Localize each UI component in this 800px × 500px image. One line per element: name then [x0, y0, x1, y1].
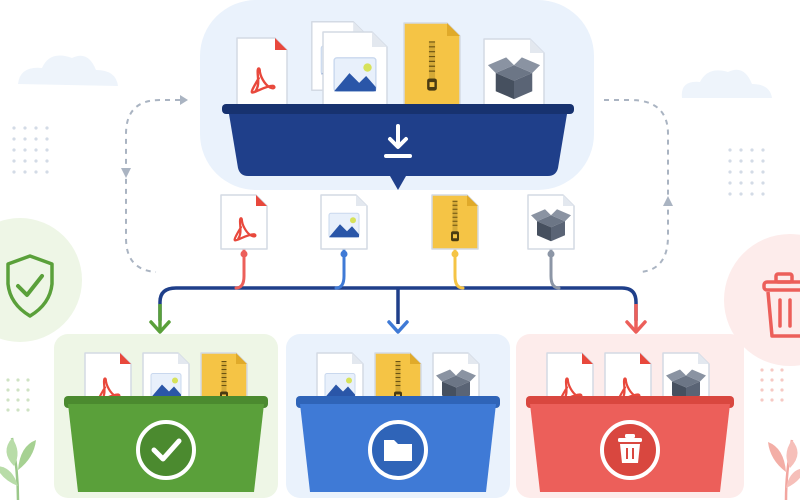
trash-icon — [762, 272, 800, 338]
shield-check-icon — [6, 254, 54, 318]
trash-icon — [600, 420, 660, 480]
dot-grid-right-lower — [760, 368, 784, 402]
destination-bins — [54, 334, 744, 498]
image-icon — [324, 372, 356, 398]
image-icon — [328, 212, 360, 238]
cloud-left — [18, 55, 118, 86]
bin-organize — [286, 334, 510, 498]
zip-file-card — [431, 194, 479, 250]
loop-arrow-right — [604, 99, 673, 273]
image-file-card — [320, 194, 368, 250]
sorted-files-row — [220, 194, 575, 250]
download-icon — [384, 124, 412, 158]
plant-right — [768, 439, 800, 500]
source-tray-files — [236, 21, 545, 110]
plant-left — [0, 437, 36, 500]
loop-arrow-left — [121, 95, 188, 273]
folder-icon — [368, 420, 428, 480]
image-file-card — [322, 31, 388, 109]
dot-grid-left — [12, 126, 49, 174]
source-tray — [200, 0, 594, 190]
pdf-file-card — [236, 37, 288, 107]
image-icon — [150, 372, 182, 398]
right-badge-circle — [724, 234, 800, 366]
pdf-file-card — [220, 194, 268, 250]
package-file-card — [527, 194, 575, 250]
source-tray-pointer — [390, 176, 406, 190]
bin-keep — [54, 334, 278, 498]
cloud-right — [681, 69, 772, 98]
bin-delete — [516, 334, 744, 498]
checkmark-icon — [136, 420, 196, 480]
dot-grid-right — [728, 148, 765, 196]
image-icon — [333, 57, 377, 92]
zip-file-card — [403, 22, 461, 110]
sorting-connectors — [149, 248, 647, 334]
source-tray-rim — [222, 104, 574, 114]
dot-grid-left-lower — [6, 378, 30, 412]
package-file-card — [483, 38, 545, 110]
